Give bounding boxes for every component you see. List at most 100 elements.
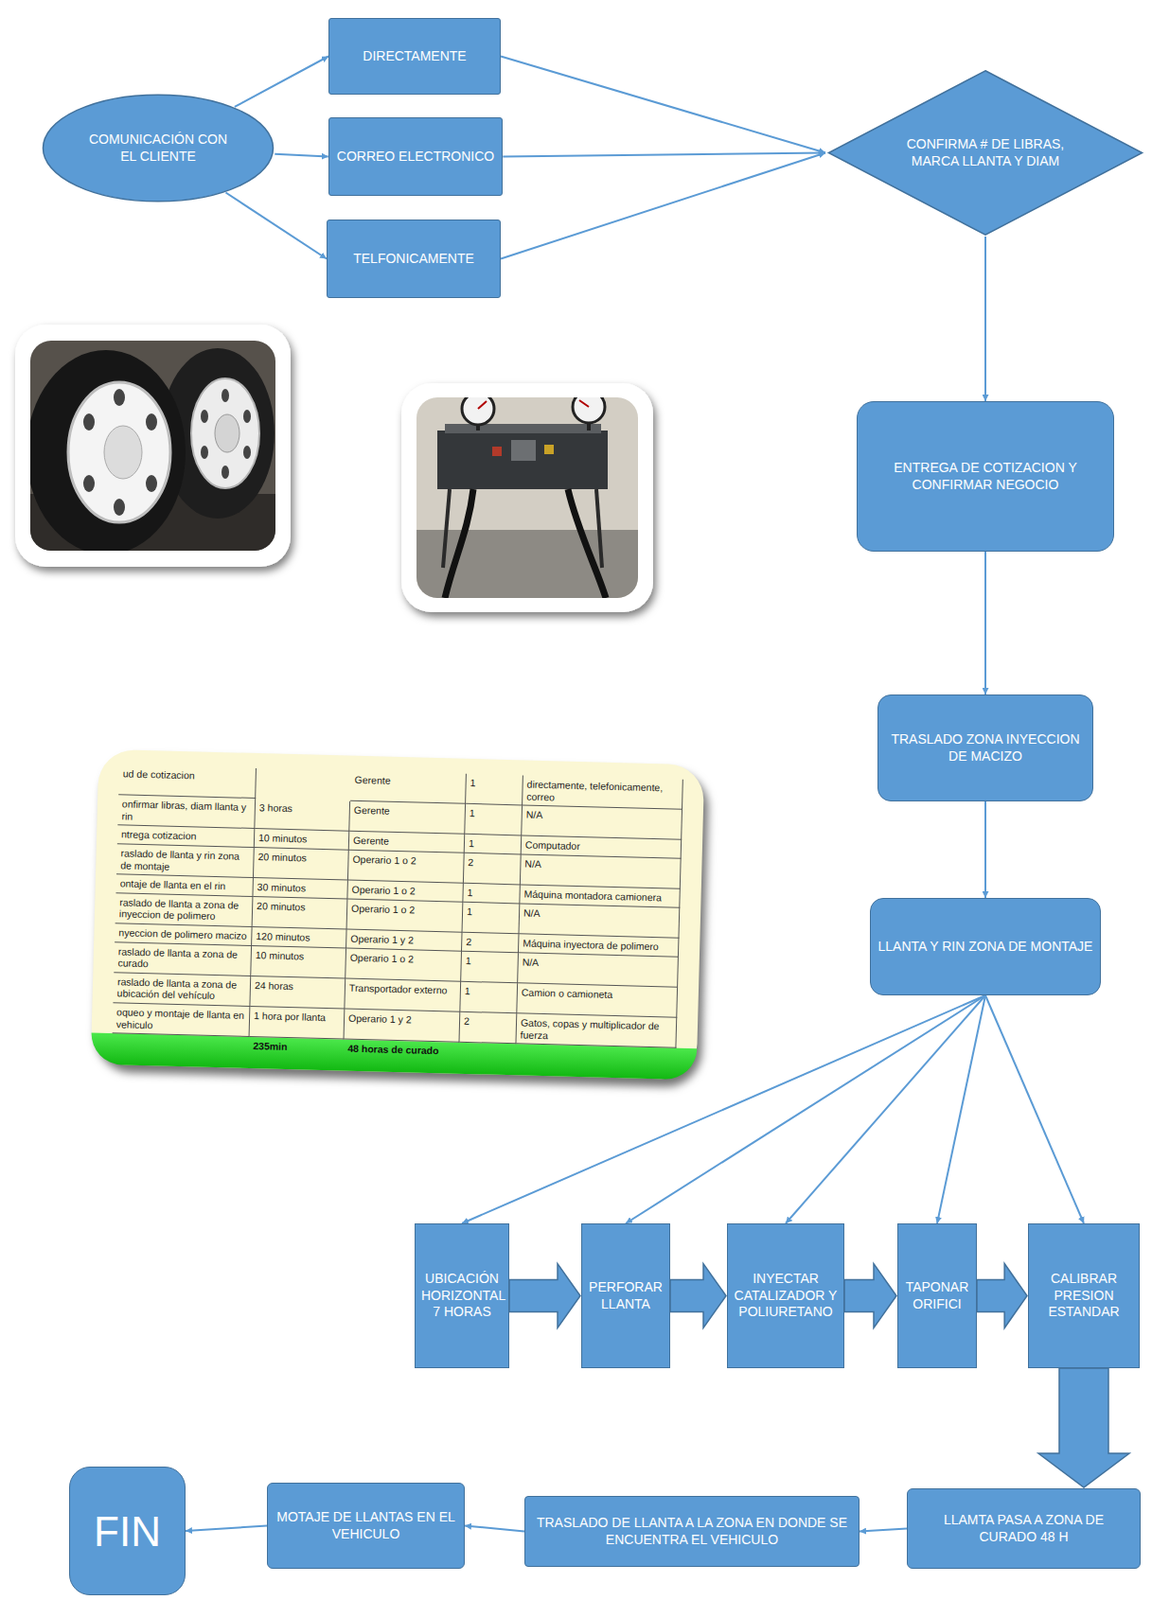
table-cell: Gerente [349, 801, 466, 835]
diamond-shape [828, 70, 1142, 235]
table-cell: raslado de llanta a zona de curado [113, 942, 252, 977]
valve-block [511, 440, 536, 461]
node-text: TRASLADO DE LLANTA A LA ZONA EN DONDE SE… [531, 1515, 853, 1549]
gauge-needle [579, 400, 589, 408]
table-cell: Gerente [350, 771, 467, 805]
end-box: FIN [69, 1467, 186, 1596]
table-cell: Máquina montadora camionera [519, 886, 680, 909]
table-cell: ontaje de llanta en el rin [115, 874, 253, 897]
machine-photo [401, 383, 654, 613]
rim-hole [113, 389, 125, 407]
block-arrow [1038, 1368, 1130, 1489]
rim-hole [145, 475, 158, 493]
flow-arrow [984, 551, 987, 695]
table-cell: ntrega cotizacion [117, 826, 255, 849]
flow-arrow [500, 153, 826, 260]
table-cell: 1 hora por llanta [249, 1007, 346, 1041]
flow-arrow [464, 1526, 525, 1533]
stand-leg [443, 489, 450, 568]
step-box: PERFORAR LLANTA [581, 1223, 671, 1369]
table-cell: 24 horas [249, 976, 346, 1011]
pressure-gauge [461, 397, 495, 426]
photo-frame [401, 383, 654, 613]
hose [567, 489, 606, 599]
table-cell: Gatos, copas y multiplicador de fuerza [515, 1013, 677, 1049]
photo-frame [15, 324, 291, 568]
node-text: TRASLADO ZONA INYECCION DE MACIZO [884, 731, 1087, 765]
table-total-bar [90, 1033, 698, 1081]
start-ellipse: COMUNICACIÓN CON EL CLIENTE [40, 93, 276, 203]
table-cell: 2 [463, 853, 522, 887]
flow-arrow [937, 995, 986, 1224]
rim-hole [145, 413, 158, 431]
node-text: ENTREGA DE COTIZACION Y CONFIRMAR NEGOCI… [863, 460, 1108, 494]
rim-hole [221, 465, 230, 479]
node-text: PERFORAR LLANTA [587, 1279, 664, 1313]
flow-arrow [274, 154, 328, 158]
photo-background [416, 397, 639, 599]
hub [104, 425, 142, 479]
flow-arrow [502, 153, 826, 158]
table-cell: 3 horas [254, 798, 351, 833]
flow-arrow [859, 1529, 907, 1533]
table-cell: 1 [464, 834, 522, 855]
process-box: MOTAJE DE LLANTAS EN EL VEHICULO [266, 1483, 465, 1570]
rim-hole [83, 475, 95, 493]
process-box: LLANTA Y RIN ZONA DE MONTAJE [869, 898, 1101, 996]
table-cell: raslado de llanta a zona de inyeccion de… [115, 893, 254, 928]
process-box: TRASLADO ZONA INYECCION DE MACIZO [877, 694, 1094, 802]
machine-body [437, 430, 608, 490]
table-cell: Operario 1 y 2 [344, 1009, 461, 1043]
gauge-needle [478, 401, 487, 409]
table-cell: Operario 1 o 2 [347, 899, 464, 933]
node-text: TELFONICAMENTE [353, 250, 475, 268]
block-arrow [509, 1264, 581, 1330]
node-text: FIN [93, 1506, 161, 1559]
photo-content [416, 397, 639, 599]
node-text: LLANTA Y RIN ZONA DE MONTAJE [878, 939, 1094, 957]
table-cell: N/A [521, 806, 683, 842]
table-cell: oqueo y montaje de llanta en vehiculo [112, 1003, 251, 1038]
stand-leg [596, 489, 603, 568]
rim-hole [113, 498, 125, 516]
table-cell: Camion o camioneta [516, 983, 678, 1019]
channel-box: TELFONICAMENTE [326, 219, 501, 299]
table-cell: ud de cotizacion [118, 764, 257, 799]
table-cell: Operario 1 o 2 [348, 850, 465, 885]
rim [68, 382, 171, 523]
table-cell: 1 [464, 804, 523, 837]
table-cell: raslado de llanta a zona de ubicación de… [112, 973, 251, 1008]
table-cell: raslado de llanta y rin zona de montaje [116, 844, 255, 879]
table-cell: Máquina inyectora de polimero [518, 934, 679, 958]
node-text: CONFIRMA # DE LIBRAS, MARCA LLANTA Y DIA… [905, 136, 1066, 170]
table-cell: directamente, telefonicamente, correo [522, 775, 684, 811]
node-text: CALIBRAR PRESION ESTANDAR [1034, 1271, 1134, 1322]
flow-arrow [234, 56, 329, 107]
table-cell: N/A [518, 903, 680, 940]
step-box: TAPONAR ORIFICI [897, 1223, 977, 1369]
table-cell: 1 [460, 951, 519, 984]
process-box: ENTREGA DE COTIZACION Y CONFIRMAR NEGOCI… [856, 401, 1115, 552]
flow-arrow [225, 192, 327, 259]
block-arrow [670, 1264, 727, 1330]
step-box: CALIBRAR PRESION ESTANDAR [1027, 1223, 1140, 1369]
table-cell: 1 [460, 982, 518, 1015]
rim-hole [83, 413, 95, 431]
step-box: UBICACIÓN HORIZONTAL 7 HORAS [414, 1223, 510, 1369]
ellipse-shape [42, 94, 273, 202]
table-cell: N/A [517, 953, 679, 989]
rim-hole [200, 409, 209, 424]
rim-hole [221, 389, 230, 403]
table-cell: 10 minutos [254, 829, 350, 851]
node-text: LLAMTA PASA A ZONA DE CURADO 48 H [913, 1512, 1135, 1546]
table-cell: nyeccion de polimero macizo [114, 923, 252, 946]
node-text: COMUNICACIÓN CON EL CLIENTE [88, 131, 230, 165]
fitting [492, 446, 502, 457]
table-cell: 30 minutos [252, 878, 348, 900]
table-cell: 20 minutos [252, 897, 349, 931]
photo-content [30, 340, 276, 551]
channel-box: DIRECTAMENTE [328, 17, 501, 95]
flow-arrow [500, 56, 826, 154]
flow-arrow [984, 801, 987, 899]
